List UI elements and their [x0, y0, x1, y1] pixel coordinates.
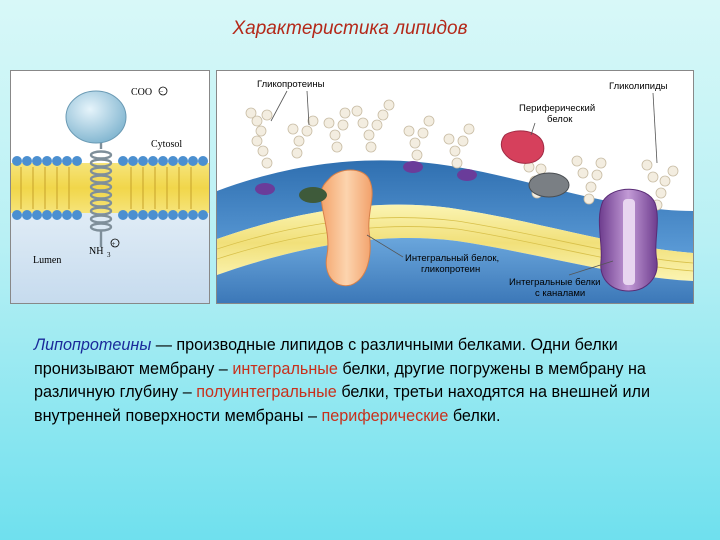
- cytosol-label: Cytosol: [151, 139, 182, 150]
- channel-proteins-label-line1: Интегральные белки: [509, 277, 600, 288]
- lumen-label: Lumen: [33, 255, 61, 266]
- glycolipids-label: Гликолипиды: [609, 81, 668, 92]
- description-paragraph: Липопротеины — производные липидов с раз…: [34, 336, 650, 425]
- term-lipoproteins: Липопротеины: [34, 336, 152, 354]
- svg-text:3: 3: [107, 251, 111, 259]
- channel-proteins-label-line2: с каналами: [535, 288, 585, 299]
- slide-title: Характеристика липидов: [232, 18, 468, 39]
- integral-glycoprotein-label-line1: Интегральный белок,: [405, 253, 499, 264]
- term-semi-integral: полуинтегральные: [196, 383, 337, 401]
- svg-text:+: +: [112, 240, 116, 248]
- membrane-model-figure: Гликопротеины Гликолипиды Периферический…: [216, 70, 694, 304]
- term-integral: интегральные: [232, 359, 338, 378]
- transmembrane-protein-figure: COO − Cytosol NH 3 + Lumen: [10, 70, 210, 304]
- svg-text:−: −: [160, 88, 164, 96]
- integral-glycoprotein-label-line2: гликопротеин: [421, 264, 480, 275]
- glycoproteins-label: Гликопротеины: [257, 79, 325, 90]
- nh3-label: NH: [89, 246, 103, 257]
- cooh-label: COO: [131, 87, 152, 98]
- peripheral-protein-label-line1: Периферический: [519, 103, 595, 114]
- peripheral-protein-label-line2: белок: [547, 114, 573, 125]
- term-peripheral: периферические: [321, 406, 449, 425]
